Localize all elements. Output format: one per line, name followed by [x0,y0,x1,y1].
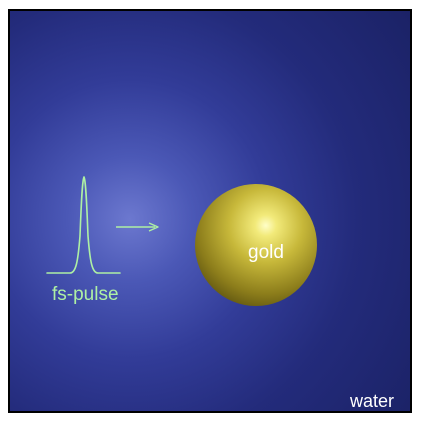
medium-label: water [350,391,395,411]
pulse-label: fs-pulse [52,284,119,305]
diagram-frame: fs-pulse gold water [8,9,412,413]
diagram-canvas [46,176,317,306]
particle-label: gold [248,242,284,263]
fs-pulse-waveform [46,176,121,274]
gold-nanoparticle [195,184,317,306]
propagation-arrow-head [148,222,159,232]
